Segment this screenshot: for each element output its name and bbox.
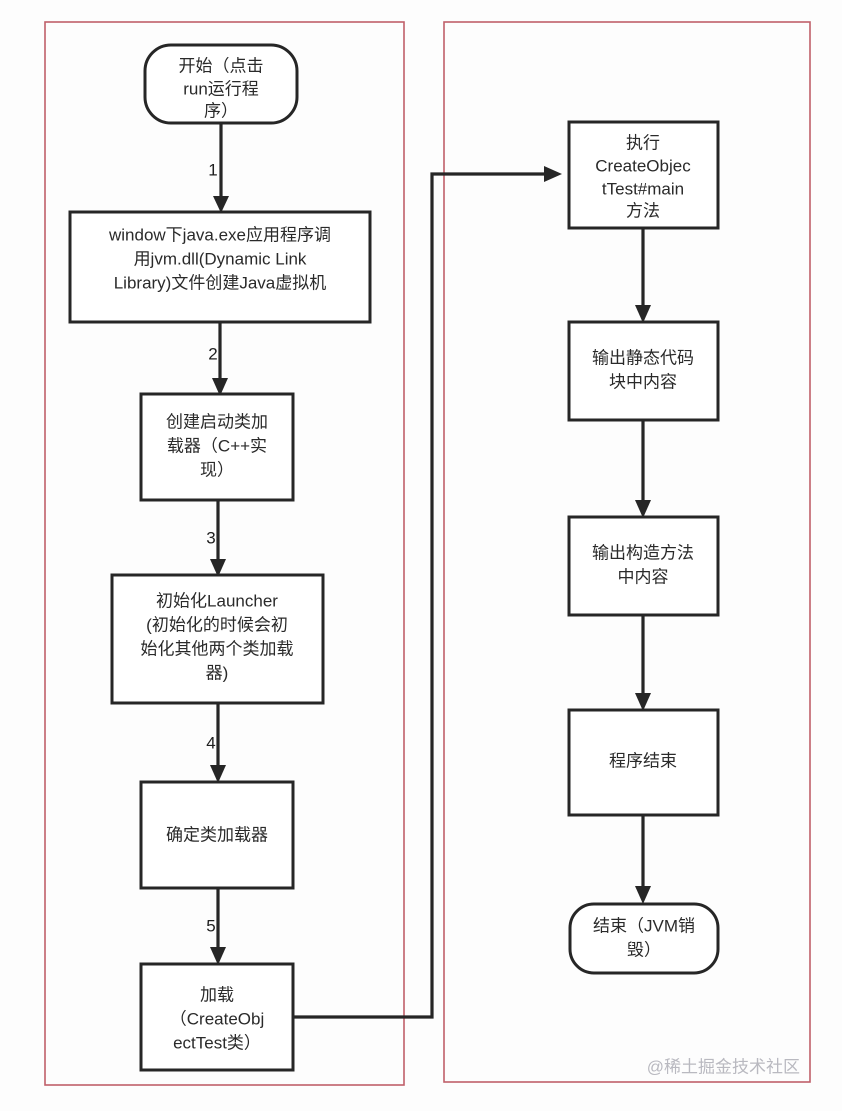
node-start-line-2: run运行程 [183, 79, 259, 98]
node-load-class[interactable] [139, 962, 295, 1072]
node-init-launcher-line-4: 器) [206, 663, 229, 682]
node-end[interactable] [568, 902, 720, 975]
node-java-exe[interactable] [68, 210, 372, 324]
node-init-launcher-line-2: (初始化的时候会初 [146, 615, 288, 634]
node-load-class-line-2: （CreateObj [170, 1009, 264, 1028]
node-constructor-output[interactable] [567, 515, 720, 617]
node-load-class-line-1: 加载 [200, 985, 234, 1004]
node-end-line-1: 结束（JVM销 [593, 916, 695, 935]
node-start-line-3: 序） [204, 101, 238, 120]
node-bootstrap-loader[interactable] [139, 392, 295, 502]
edge-load-to-exec-main [293, 172, 550, 1019]
node-bootstrap-loader-line-1: 创建启动类加 [166, 412, 268, 431]
node-exec-main[interactable] [567, 120, 720, 230]
node-init-launcher-line-3: 始化其他两个类加载 [141, 639, 294, 658]
edge-javaexe-to-bootstrap-arrowhead [212, 378, 228, 396]
program-execution-group-frame [443, 21, 811, 1083]
node-init-launcher[interactable] [110, 573, 325, 705]
edge-label-3: 3 [206, 528, 215, 547]
edge-label-2: 2 [208, 344, 217, 363]
edge-determine-to-load-arrowhead [210, 947, 226, 965]
node-end-line-2: 毁） [627, 940, 661, 959]
node-init-launcher-line-1: 初始化Launcher [156, 591, 278, 610]
edge-label-1: 1 [208, 160, 217, 179]
node-constructor-output-line-2: 中内容 [618, 567, 669, 586]
node-static-block-line-1: 输出静态代码 [592, 348, 694, 367]
node-static-block[interactable] [567, 320, 720, 422]
node-java-exe-line-1: window下java.exe应用程序调 [108, 225, 331, 244]
edge-exec-to-static-arrowhead [635, 305, 651, 323]
jvm-startup-group-frame [44, 21, 405, 1086]
edge-constructor-to-program-end-arrowhead [635, 693, 651, 711]
node-constructor-output-line-1: 输出构造方法 [592, 543, 694, 562]
edge-bootstrap-to-launcher-arrowhead [210, 559, 226, 577]
node-bootstrap-loader-line-2: 载器（C++实 [167, 436, 267, 455]
watermark-label: @稀土掘金技术社区 [647, 1057, 800, 1076]
node-java-exe-line-2: 用jvm.dll(Dynamic Link [134, 249, 307, 268]
node-exec-main-line-2: CreateObjec [595, 156, 691, 175]
node-static-block-line-2: 块中内容 [609, 372, 677, 391]
edge-launcher-to-determine-arrowhead [210, 765, 226, 783]
edge-label-4: 4 [206, 733, 215, 752]
edge-start-to-javaexe-arrowhead [213, 196, 229, 213]
node-program-end-line-1: 程序结束 [609, 751, 677, 770]
node-exec-main-line-3: tTest#main [602, 179, 684, 198]
node-load-class-line-3: ectTest类） [173, 1033, 261, 1052]
node-start-line-1: 开始（点击 [179, 56, 264, 75]
node-exec-main-line-1: 执行 [626, 133, 660, 152]
edge-program-end-to-end-arrowhead [635, 886, 651, 904]
node-program-end[interactable] [567, 708, 720, 817]
edge-static-to-constructor-arrowhead [635, 500, 651, 518]
edge-label-5: 5 [206, 916, 215, 935]
node-bootstrap-loader-line-3: 现） [200, 460, 234, 479]
node-determine-loader-line-1: 确定类加载器 [166, 825, 268, 844]
edge-load-to-exec-main-arrowhead [544, 166, 562, 182]
node-java-exe-line-3: Library)文件创建Java虚拟机 [114, 273, 327, 292]
node-determine-loader[interactable] [139, 780, 295, 890]
node-exec-main-line-4: 方法 [626, 201, 660, 220]
